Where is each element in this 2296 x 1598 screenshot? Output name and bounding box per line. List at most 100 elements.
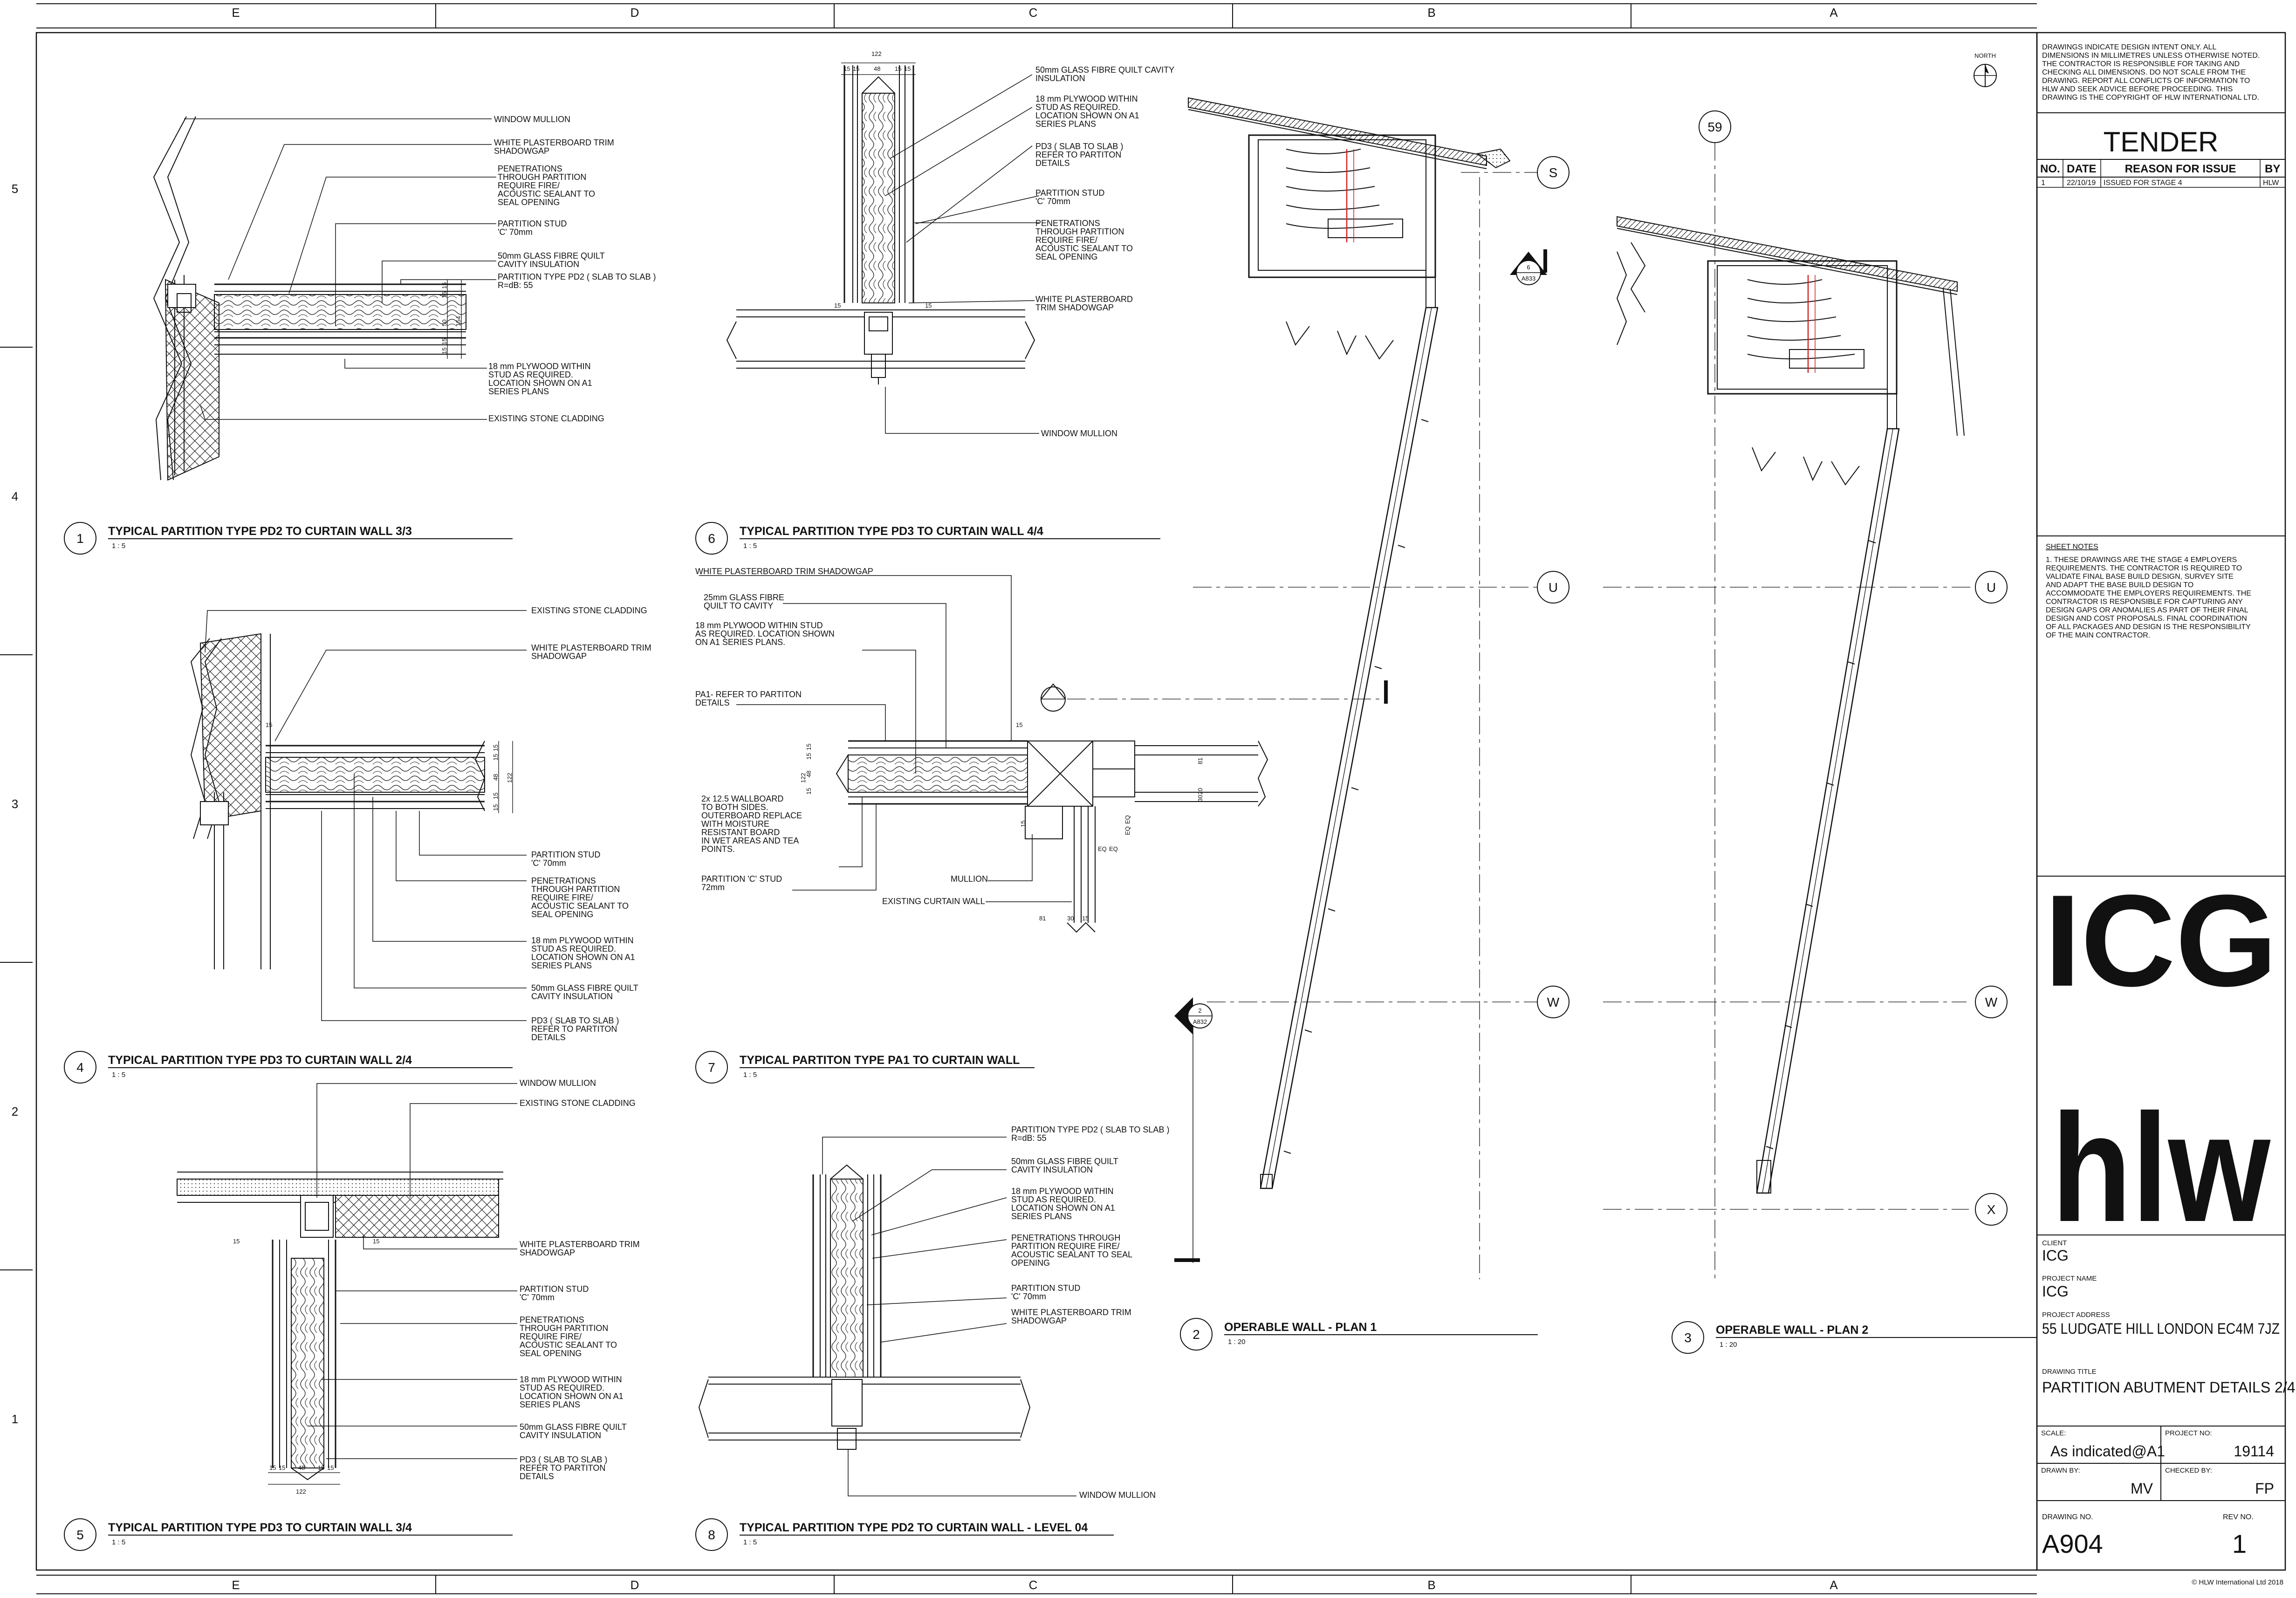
detail-number: 3 [1684, 1331, 1692, 1345]
detail-4-drawing [190, 633, 486, 969]
section-mark-6: 6 A833 [1510, 249, 1547, 285]
row-label: 5 [12, 182, 18, 196]
dim-text: 81 [1197, 758, 1204, 764]
column-labels-bottom: E D C B A [232, 1578, 1838, 1592]
detail-note: PARTITION STUD'C' 70mm [498, 219, 567, 237]
col-label: B [1427, 1578, 1435, 1592]
row-label: 4 [12, 489, 18, 503]
dim-text: 50 [441, 320, 448, 326]
dim-text: 15 [318, 1464, 324, 1471]
dim-text: 122 [296, 1488, 306, 1495]
detail-scale: 1 : 5 [112, 1538, 125, 1546]
dim-text: 48 [874, 65, 880, 72]
detail-1-title: 1 TYPICAL PARTITION TYPE PD2 TO CURTAIN … [64, 522, 513, 555]
dim-text: 15 [843, 65, 850, 72]
plan-1-section-cut [1174, 1009, 1200, 1263]
detail-title: OPERABLE WALL - PLAN 1 [1224, 1321, 1377, 1334]
dim-text: 15 [904, 65, 911, 72]
detail-title: TYPICAL PARTITION TYPE PD3 TO CURTAIN WA… [108, 1521, 412, 1534]
drawn-by-value: MV [2131, 1480, 2153, 1497]
grid-label: 59 [1707, 120, 1722, 134]
detail-scale: 1 : 20 [1720, 1341, 1737, 1349]
col-label: E [232, 6, 240, 20]
detail-note: WINDOW MULLION [494, 115, 570, 124]
dim-text: 15 [492, 793, 499, 799]
plan-2-drawing [1616, 216, 1965, 1194]
detail-note: PARTITION STUD'C' 70mm [531, 850, 600, 868]
detail-scale: 1 : 5 [743, 542, 757, 550]
detail-title: OPERABLE WALL - PLAN 2 [1716, 1324, 1868, 1337]
detail-5-leaders [308, 1083, 517, 1459]
dim-text: 15 [279, 1464, 285, 1471]
dim-text: 15 [1082, 915, 1089, 922]
detail-number: 6 [708, 531, 715, 546]
drawn-by-label: DRAWN BY: [2041, 1467, 2080, 1475]
grid-label: X [1987, 1202, 1996, 1217]
scale-value: As indicated@A1 [2050, 1443, 2165, 1460]
plan-2-title: 3 OPERABLE WALL - PLAN 2 1 : 20 [1672, 1321, 2037, 1354]
detail-number: 8 [708, 1528, 715, 1542]
detail-number: 5 [76, 1528, 84, 1542]
dim-text: 15 [373, 1238, 379, 1245]
detail-scale: 1 : 5 [112, 1071, 125, 1079]
north-arrow-icon [1985, 64, 1989, 74]
dim-text: EQ [1109, 845, 1118, 852]
dim-text: 15 [492, 754, 499, 761]
detail-8-notes: PARTITION TYPE PD2 ( SLAB TO SLAB )R=dB:… [1011, 1125, 1169, 1500]
detail-title: TYPICAL PARTITION TYPE PD2 TO CURTAIN WA… [740, 1521, 1088, 1534]
dim-text: 48 [805, 771, 812, 777]
dim-text: 15 [441, 348, 448, 354]
project-name-value: ICG [2042, 1283, 2069, 1300]
grid-bubble [1975, 571, 2008, 604]
project-name-label: PROJECT NAME [2042, 1275, 2097, 1283]
dim-text: 15 [925, 302, 932, 309]
dim-text: 81 [1039, 915, 1046, 922]
detail-5-title: 5 TYPICAL PARTITION TYPE PD3 TO CURTAIN … [64, 1518, 513, 1551]
dim-text: 15 [327, 1464, 334, 1471]
detail-note: PARTITION STUD'C' 70mm [1035, 188, 1104, 206]
detail-8-leaders [822, 1137, 1076, 1496]
drawing-no-value: A904 [2042, 1529, 2103, 1558]
detail-4-leaders [205, 610, 527, 1021]
grid-bubble [1975, 986, 2008, 1018]
detail-scale: 1 : 5 [112, 542, 125, 550]
detail-5-dims: 15 15 48 15 15 122 15 15 [233, 1238, 379, 1495]
detail-note: PARTITION STUD'C' 70mm [520, 1284, 589, 1302]
col-label: A [1830, 6, 1838, 20]
detail-7-section-cut [1041, 680, 1388, 712]
section-mark-number: 2 [1198, 1007, 1201, 1014]
detail-5-notes: WINDOW MULLION EXISTING STONE CLADDING W… [520, 1078, 640, 1481]
title-block: DRAWINGS INDICATE DESIGN INTENT ONLY. AL… [2037, 43, 2296, 1586]
row-label: 1 [12, 1412, 18, 1426]
hlw-logo: hlw [2051, 1082, 2271, 1254]
col-label: D [631, 6, 639, 20]
dim-text: 15 [805, 788, 812, 795]
client-label: CLIENT [2042, 1239, 2067, 1247]
detail-number: 4 [76, 1060, 84, 1075]
section-mark-ref: A832 [1193, 1018, 1207, 1025]
detail-note: EXISTING STONE CLADDING [488, 414, 604, 423]
dim-text: 15 [895, 65, 901, 72]
dim-text: 15 [492, 745, 499, 751]
dim-text: 15 [441, 282, 448, 289]
dim-text: 15 [441, 292, 448, 298]
detail-note: PARTITION TYPE PD2 ( SLAB TO SLAB )R=dB:… [1011, 1125, 1169, 1143]
dim-text: 154 [455, 316, 462, 326]
grid-bubbles: S U U W W X 59 [1537, 110, 2008, 1226]
sheet-border [35, 32, 2286, 1571]
project-address-label: PROJECT ADDRESS [2042, 1311, 2110, 1319]
detail-note: EXISTING STONE CLADDING [531, 606, 647, 615]
